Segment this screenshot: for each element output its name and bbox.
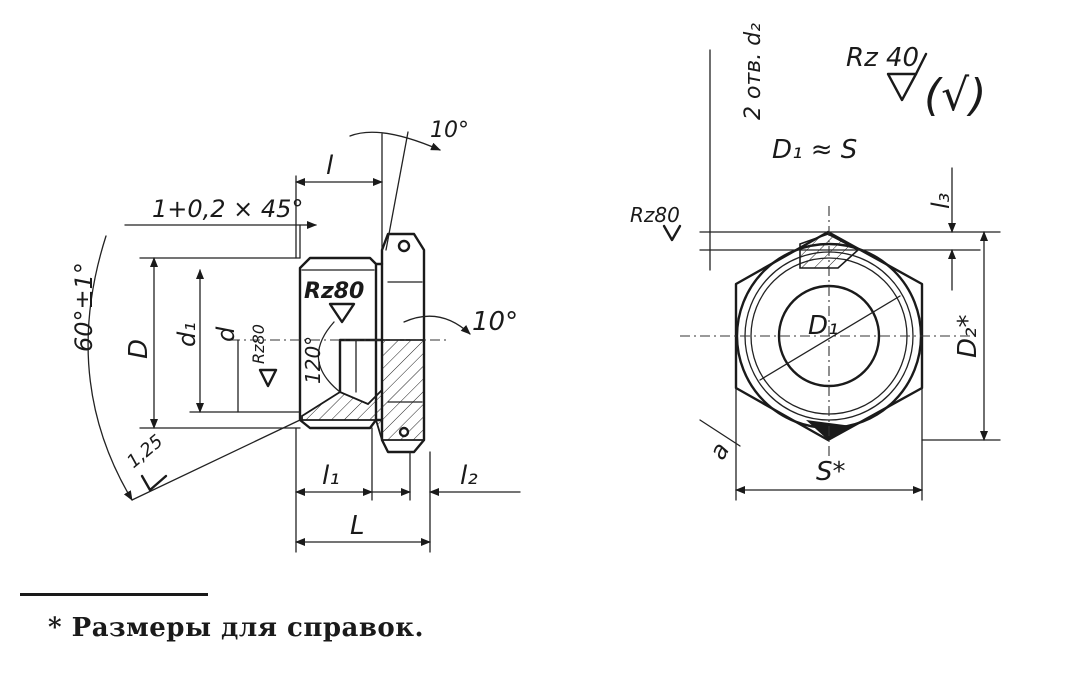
angle-right-label: 10° bbox=[472, 307, 518, 337]
general-roughness-paren: (√) bbox=[924, 70, 986, 121]
dim-D-label: D bbox=[124, 339, 154, 359]
roughness-rz80-b: Rz80 bbox=[249, 324, 268, 364]
angle-arc-120 bbox=[317, 321, 341, 393]
roughness-triangle-a bbox=[328, 302, 356, 324]
dim-a-label: a bbox=[704, 438, 736, 465]
angle-arc-60 bbox=[87, 235, 133, 501]
angle-arc-right bbox=[403, 315, 471, 335]
dim-l3-label: l₃ bbox=[927, 193, 955, 209]
chamfer-label: 1+0,2 × 45° bbox=[152, 195, 303, 223]
angle-120-label: 120° bbox=[301, 336, 325, 384]
wire-hole-top bbox=[397, 239, 411, 253]
angle-60-leg bbox=[131, 419, 301, 501]
dim-d1-label: d₁ bbox=[173, 322, 201, 347]
front-view: Rz 40 (√) D₁ ≈ S 2 отв. d₂ Rz80 D₁ l₃ bbox=[630, 23, 1001, 501]
holes-label: 2 отв. d₂ bbox=[741, 23, 766, 120]
angle-top-label: 10° bbox=[430, 118, 469, 143]
dim-l1-label: l₁ bbox=[322, 461, 340, 491]
footnote-text: * Размеры для справок. bbox=[48, 613, 425, 643]
side-view: 10° l 1+0,2 × 45° D d₁ d Rz80 Rz80 120° … bbox=[70, 118, 521, 553]
general-roughness-tick bbox=[914, 52, 928, 76]
dim-D2-label: D₂* bbox=[953, 315, 983, 358]
dim-a-leader bbox=[699, 419, 741, 447]
dim-L-label: L bbox=[350, 511, 365, 541]
general-roughness-triangle bbox=[886, 72, 918, 102]
roughness-triangle-b bbox=[258, 368, 278, 388]
d1-approx-s-label: D₁ ≈ S bbox=[772, 135, 857, 165]
general-roughness-label: Rz 40 bbox=[846, 43, 919, 73]
dim-l2-label: l₂ bbox=[460, 461, 478, 491]
roughness-rz80-a: Rz80 bbox=[304, 279, 364, 304]
angle-60-label: 60°±1° bbox=[70, 262, 98, 352]
d1-diameter-line bbox=[759, 295, 901, 381]
angle-line-top bbox=[385, 131, 409, 251]
angle-arc-top bbox=[349, 131, 441, 151]
dim-S-label: S* bbox=[816, 457, 846, 487]
front-roughness-triangle bbox=[662, 224, 682, 242]
roughness-125: 1,25 bbox=[123, 431, 167, 473]
dim-d-label: d bbox=[212, 326, 240, 342]
footnote-rule bbox=[20, 593, 208, 596]
dim-D1-label: D₁ bbox=[808, 311, 838, 341]
roughness-triangle-c bbox=[140, 474, 168, 492]
front-roughness-rz80: Rz80 bbox=[630, 203, 680, 227]
dim-l-label: l bbox=[326, 151, 334, 181]
